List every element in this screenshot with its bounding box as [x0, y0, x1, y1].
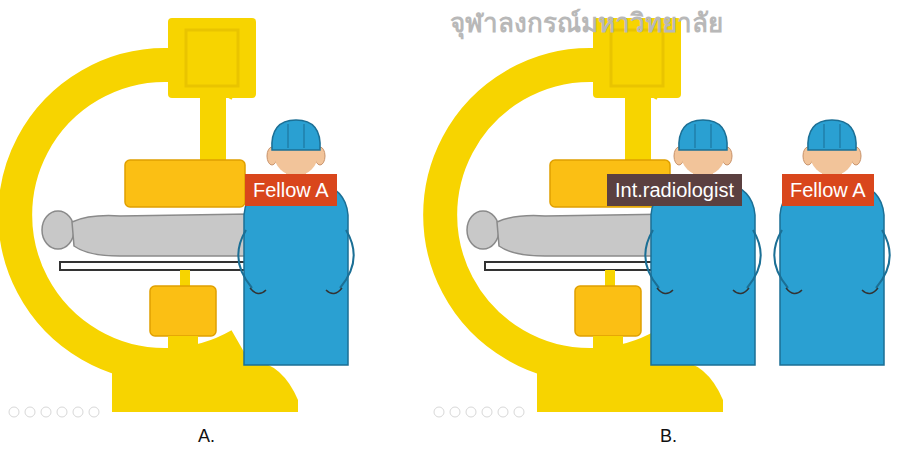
panel-b	[425, 0, 837, 417]
staff-figure	[774, 120, 889, 365]
label-text: Int.radiologist	[615, 178, 734, 202]
panel-caption: B.	[660, 426, 677, 447]
panel-caption: A.	[198, 426, 215, 447]
staff-label: Int.radiologist	[607, 174, 742, 206]
staff-figure	[645, 120, 760, 365]
staff-label: Fellow A	[245, 174, 337, 206]
watermark: จุฬาลงกรณ์มหาวิทยาลัย	[450, 2, 723, 43]
label-text: Fellow A	[253, 178, 329, 202]
panel-a	[0, 0, 412, 417]
staff-figure	[238, 120, 353, 365]
label-text: Fellow A	[790, 178, 866, 202]
staff-label: Fellow A	[782, 174, 874, 206]
